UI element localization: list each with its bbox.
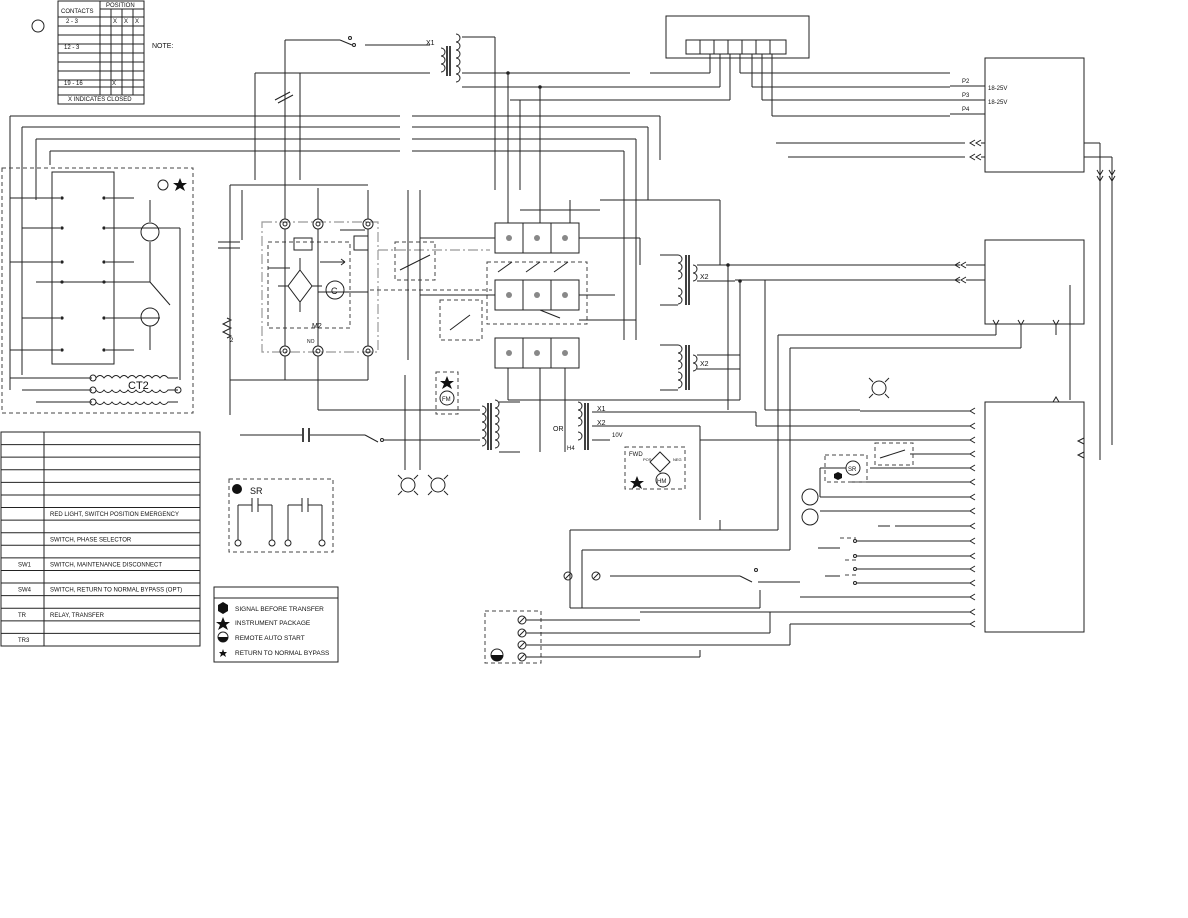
label-p4: P4: [962, 107, 970, 113]
label-x1-top: X1: [426, 40, 435, 47]
fm-meter-icon: [439, 390, 455, 406]
label-x2-upper: X2: [700, 274, 709, 281]
legend-remote-auto-start: REMOTE AUTO START: [235, 635, 305, 642]
mark-r1-c3: X: [124, 19, 128, 25]
indicator-top: [801, 488, 819, 506]
signal-hexagon-icon: [834, 472, 842, 480]
contact-row-3: 19 - 16: [64, 81, 83, 87]
label-ct2: CT2: [128, 380, 149, 392]
label-h4: H4: [567, 446, 575, 452]
label-m2: M2: [312, 323, 322, 330]
label-10v: 10V: [612, 433, 623, 439]
lamp-left: [397, 474, 419, 496]
transformer-lower: OR X1 X2 H4 10V: [481, 399, 757, 520]
label-p2: P2: [962, 79, 970, 85]
hour-meter-icon: [655, 472, 671, 488]
label-p3: P3: [962, 93, 970, 99]
transformer-x2-upper: X2: [660, 254, 742, 306]
box3-inputs: [700, 407, 1085, 628]
contacts-header: CONTACTS: [61, 9, 94, 15]
small-star-icon: [219, 649, 227, 657]
legend-row-code: TR: [18, 613, 27, 619]
legend-row-code: TR3: [18, 638, 30, 644]
label-18-25v-a: 18-25V: [988, 86, 1007, 92]
legend-row-description: RED LIGHT, SWITCH POSITION EMERGENCY: [50, 512, 179, 518]
label-fwd: FWD: [629, 452, 643, 458]
relay-section: C M2 NO 2: [218, 180, 492, 443]
label-pos: POS: [643, 457, 652, 462]
label-sr-main: SR: [848, 467, 857, 473]
legend-signal-before-transfer: SIGNAL BEFORE TRANSFER: [235, 606, 324, 613]
label-x2-lower: X2: [700, 361, 709, 368]
legend-instrument-package: INSTRUMENT PACKAGE: [235, 620, 311, 627]
sr-box: SR: [228, 478, 334, 553]
hexagon-icon: [218, 602, 228, 614]
legend-row-code: SW4: [18, 588, 32, 594]
meter-section: FM FWD POS NEG HM: [397, 371, 890, 496]
remote-auto-start-icon: [491, 655, 503, 661]
mark-r3-c2: X: [112, 81, 116, 87]
label-no: NO: [307, 339, 315, 345]
label-sr-box: SR: [250, 486, 263, 496]
legend-row-description: SWITCH, RETURN TO NORMAL BYPASS (OPT): [50, 588, 182, 594]
label-2: 2: [230, 338, 234, 344]
star-icon: [216, 617, 230, 630]
bus-wires: [9, 36, 965, 390]
transformer-x2-lower: X2: [660, 265, 1021, 550]
label-hm: HM: [657, 479, 666, 485]
legend-row-description: SWITCH, MAINTENANCE DISCONNECT: [50, 562, 162, 568]
lamp-right: [427, 474, 449, 496]
label-x1-bottom: X1: [597, 406, 606, 413]
legend-row-description: SWITCH, PHASE SELECTOR: [50, 537, 132, 543]
label-or: OR: [553, 426, 564, 433]
legend-return-to-normal-bypass: RETURN TO NORMAL BYPASS: [235, 650, 330, 657]
ct-box: CT2: [1, 167, 194, 414]
label-x2-bottom: X2: [597, 420, 606, 427]
contact-row-2: 12 - 3: [64, 45, 80, 51]
control-wiring: SR: [484, 440, 914, 664]
label-neg: NEG: [673, 457, 682, 462]
half-circle-icon: [218, 637, 228, 642]
instrument-star-icon: [173, 178, 187, 191]
ct-meter-bottom: [140, 307, 160, 327]
hm-star-icon: [630, 476, 644, 489]
mark-r1-c4: X: [135, 19, 139, 25]
label-c: C: [331, 286, 338, 296]
lamp-mid-right: [868, 377, 890, 399]
ct-meter-top: [140, 222, 160, 242]
legend-row-code: SW1: [18, 562, 32, 568]
contactor-blocks: [404, 190, 740, 470]
component-legend-table: RED LIGHT, SWITCH POSITION EMERGENCY SWIT…: [0, 431, 201, 647]
contacts-table: CONTACTS POSITION 2 - 3 X X X 12 - 3 19 …: [31, 0, 145, 105]
position-header: POSITION: [106, 3, 135, 9]
indicator-bottom: [801, 508, 819, 526]
transformer-x1-top: X1: [274, 33, 542, 104]
contact-row-1: 2 - 3: [66, 19, 79, 25]
legend-row-description: RELAY, TRANSFER: [50, 613, 105, 619]
mark-r1-c2: X: [113, 19, 117, 25]
motor-c-icon: [325, 280, 345, 300]
note-label: NOTE:: [152, 43, 173, 50]
fm-star-icon: [440, 376, 454, 389]
symbol-legend: SIGNAL BEFORE TRANSFER INSTRUMENT PACKAG…: [213, 586, 339, 663]
label-fm: FM: [442, 397, 451, 403]
label-18-25v-b: 18-25V: [988, 100, 1007, 106]
contacts-footer: X INDICATES CLOSED: [68, 97, 132, 103]
terminal-strip: [665, 15, 810, 116]
right-boxes: P2 P3 P4 18-25V 18-25V: [700, 57, 1116, 633]
